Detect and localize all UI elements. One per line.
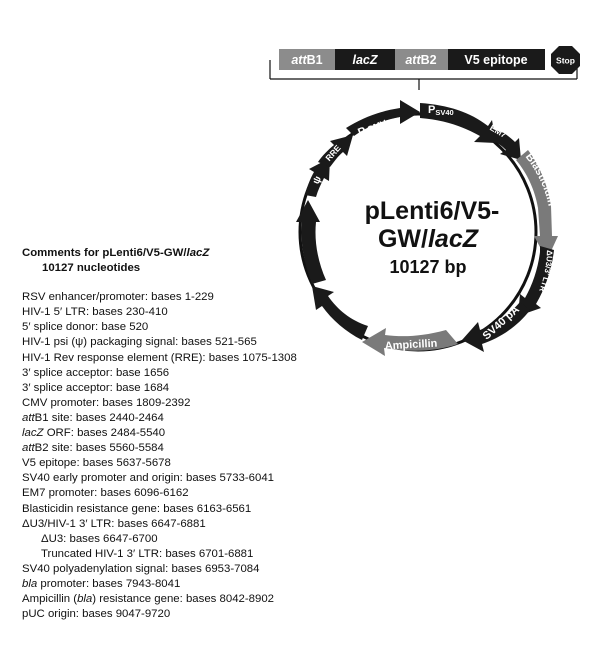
rre-feature: RRE: [318, 135, 353, 167]
comment-row: 3′ splice acceptor: base 1684: [22, 381, 170, 394]
attB2-box: [395, 49, 448, 70]
comment-row: HIV-1 psi (ψ) packaging signal: bases 52…: [22, 336, 257, 349]
comment-row: CMV promoter: bases 1809-2392: [22, 396, 191, 409]
ampicillin-feature: Ampicillin: [362, 328, 458, 356]
plasmid-size: 10127 bp: [389, 257, 466, 277]
comment-row: ΔU3/HIV-1 3′ LTR: bases 6647-6881: [22, 517, 206, 530]
attB1-label: attB1: [291, 53, 322, 67]
comment-row: 5′ splice donor: base 520: [22, 321, 149, 334]
comment-row: EM7 promoter: bases 6096-6162: [22, 487, 189, 500]
comment-row: ΔU3: bases 6647-6700: [41, 532, 158, 545]
ampicillin-label: Ampicillin: [384, 338, 437, 353]
psv40-feature: PSV40: [420, 103, 496, 143]
comment-row: pUC origin: bases 9047-9720: [22, 608, 171, 621]
pcmv-feature: PCMV: [346, 100, 420, 139]
comment-row: 3′ splice acceptor: base 1656: [22, 366, 170, 379]
comment-row: bla promoter: bases 7943-8041: [22, 577, 181, 590]
v5-box: [448, 49, 545, 70]
comment-row: V5 epitope: bases 5637-5678: [22, 457, 171, 470]
v5-label: V5 epitope: [464, 53, 527, 67]
sv40pa-feature: SV40 pA: [462, 302, 530, 352]
comment-row: Truncated HIV-1 3′ LTR: bases 6701-6881: [41, 547, 254, 560]
stop-label: Stop: [556, 56, 575, 66]
comments-length: 10127 nucleotides: [42, 262, 141, 275]
comment-row: SV40 early promoter and origin: bases 57…: [22, 472, 275, 485]
comment-row: Ampicillin (bla) resistance gene: bases …: [22, 593, 275, 606]
psv40-label: PSV40: [428, 104, 454, 117]
comment-row: Blasticidin resistance gene: bases 6163-…: [22, 502, 252, 515]
comment-row: lacZ ORF: bases 2484-5540: [22, 427, 166, 440]
attB1-box: [279, 49, 335, 70]
psi-feature: ψ: [305, 158, 330, 197]
comment-row: RSV enhancer/promoter: bases 1-229: [22, 291, 214, 304]
prsv-5ltr-feature: PRSV/5′ LTR: [296, 200, 348, 284]
plasmid-title-line2: GW/lacZ: [378, 225, 480, 253]
lacZ-box: [335, 49, 395, 70]
comment-row: attB2 site: bases 5560-5584: [22, 442, 164, 455]
attB2-label: attB2: [405, 53, 436, 67]
comment-row: HIV-1 5′ LTR: bases 230-410: [22, 306, 168, 319]
comment-row: attB1 site: bases 2440-2464: [22, 411, 164, 424]
blasticidin-feature: Blasticidin: [516, 150, 558, 260]
expression-cassette: attB1 lacZ attB2 V5 epitope Stop: [279, 46, 580, 74]
puc-ori-feature: pUC ori: [312, 282, 368, 340]
prsv-5ltr-label: PRSV/5′ LTR: [332, 219, 348, 265]
plasmid-title-line1: pLenti6/V5-: [365, 197, 500, 225]
comments-panel: Comments for pLenti6/V5-GW/lacZ 10127 nu…: [22, 246, 297, 622]
lacZ-label: lacZ: [352, 53, 378, 67]
comment-row: SV40 polyadenylation signal: bases 6953-…: [22, 562, 260, 575]
comments-header: Comments for pLenti6/V5-GW/lacZ: [22, 247, 210, 259]
comment-row: HIV-1 Rev response element (RRE): bases …: [22, 351, 297, 364]
stop-octagon: [551, 46, 580, 74]
psi-icon: ψ: [311, 174, 324, 185]
